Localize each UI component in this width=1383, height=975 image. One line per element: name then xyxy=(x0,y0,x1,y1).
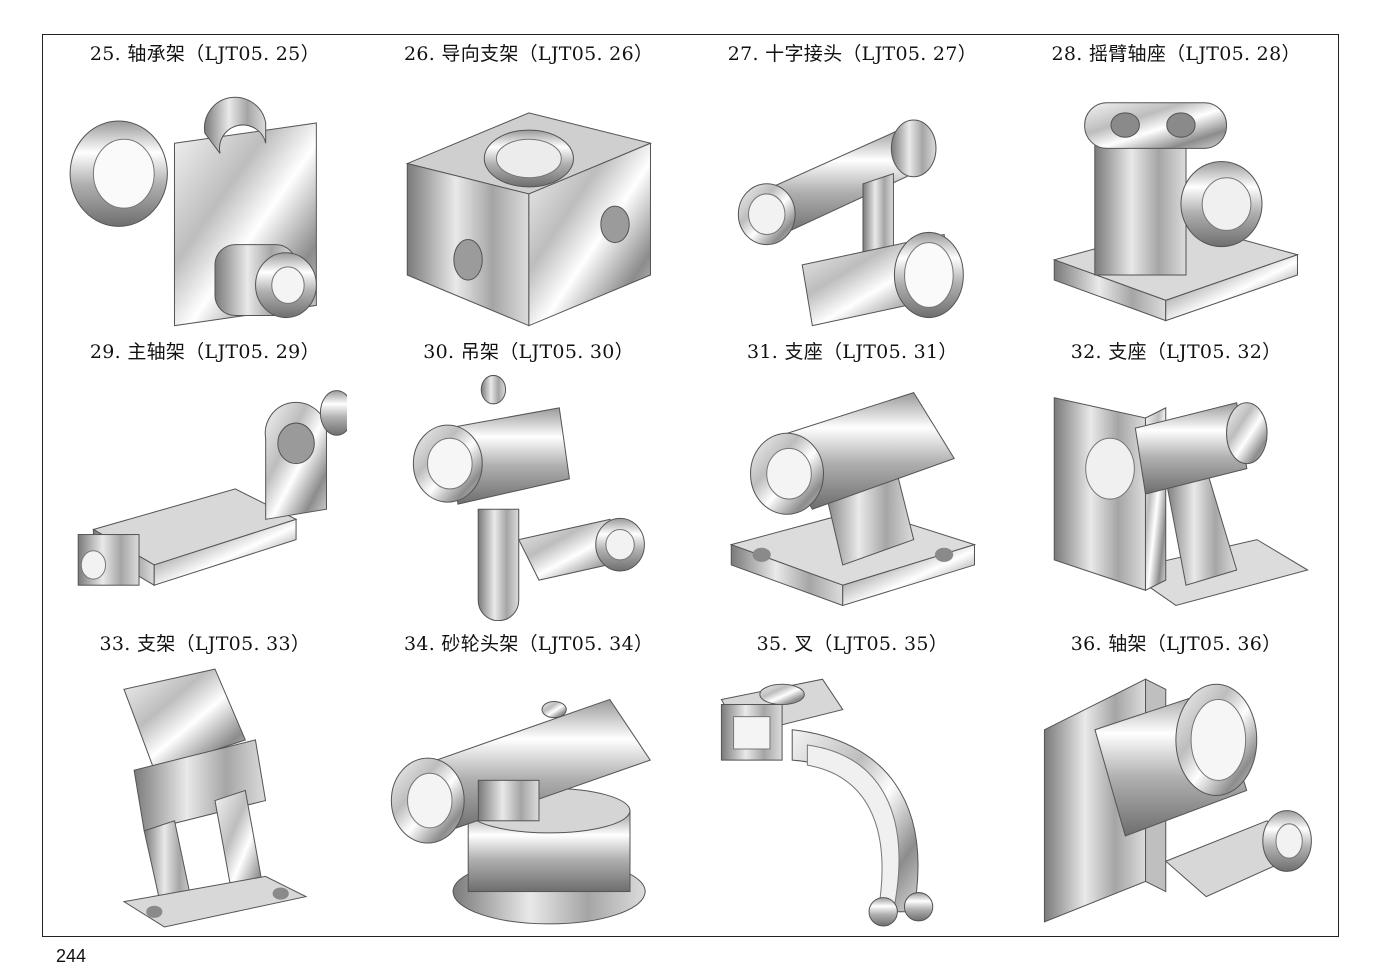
catalog-frame: 25. 轴承架（LJT05. 25） 26. 导向支架（LJT05. 26） xyxy=(42,34,1339,937)
part-caption: 29. 主轴架（LJT05. 29） xyxy=(89,341,320,363)
part-card-26: 26. 导向支架（LJT05. 26） xyxy=(367,35,691,333)
part-card-32: 32. 支座（LJT05. 32） xyxy=(1014,333,1338,625)
part-caption: 33. 支架（LJT05. 33） xyxy=(99,633,311,655)
bearing-bracket-part-icon xyxy=(63,69,347,329)
part-caption: 34. 砂轮头架（LJT05. 34） xyxy=(403,633,654,655)
part-caption: 35. 叉（LJT05. 35） xyxy=(756,633,949,655)
part-caption: 36. 轴架（LJT05. 36） xyxy=(1070,633,1282,655)
rocker-shaft-seat-part-icon xyxy=(1034,69,1318,329)
part-card-29: 29. 主轴架（LJT05. 29） xyxy=(43,333,367,625)
guide-bracket-part-icon xyxy=(387,69,671,329)
page-number: 244 xyxy=(56,946,87,966)
part-card-34: 34. 砂轮头架（LJT05. 34） xyxy=(367,625,691,936)
fork-part-icon xyxy=(711,659,995,932)
hanger-part-icon xyxy=(387,367,671,621)
part-caption: 25. 轴承架（LJT05. 25） xyxy=(89,43,320,65)
part-card-30: 30. 吊架（LJT05. 30） xyxy=(367,333,691,625)
wheel-head-frame-part-icon xyxy=(387,659,671,932)
part-card-28: 28. 摇臂轴座（LJT05. 28） xyxy=(1014,35,1338,333)
part-card-36: 36. 轴架（LJT05. 36） xyxy=(1014,625,1338,936)
part-caption: 26. 导向支架（LJT05. 26） xyxy=(403,43,654,65)
part-card-31: 31. 支座（LJT05. 31） xyxy=(691,333,1015,625)
part-caption: 30. 吊架（LJT05. 30） xyxy=(423,341,634,363)
parts-grid: 25. 轴承架（LJT05. 25） 26. 导向支架（LJT05. 26） xyxy=(43,35,1338,936)
part-card-27: 27. 十字接头（LJT05. 27） xyxy=(691,35,1015,333)
part-caption: 31. 支座（LJT05. 31） xyxy=(747,341,958,363)
spindle-frame-part-icon xyxy=(63,367,347,621)
part-card-25: 25. 轴承架（LJT05. 25） xyxy=(43,35,367,333)
part-card-33: 33. 支架（LJT05. 33） xyxy=(43,625,367,936)
part-caption: 28. 摇臂轴座（LJT05. 28） xyxy=(1051,43,1301,65)
support-seat-part-icon xyxy=(1034,367,1318,621)
shaft-frame-part-icon xyxy=(1034,659,1318,932)
cross-joint-part-icon xyxy=(711,69,995,329)
bracket-part-icon xyxy=(63,659,347,932)
part-caption: 32. 支座（LJT05. 32） xyxy=(1070,341,1282,363)
part-caption: 27. 十字接头（LJT05. 27） xyxy=(727,43,978,65)
support-seat-part-icon xyxy=(711,367,995,621)
part-card-35: 35. 叉（LJT05. 35） xyxy=(691,625,1015,936)
